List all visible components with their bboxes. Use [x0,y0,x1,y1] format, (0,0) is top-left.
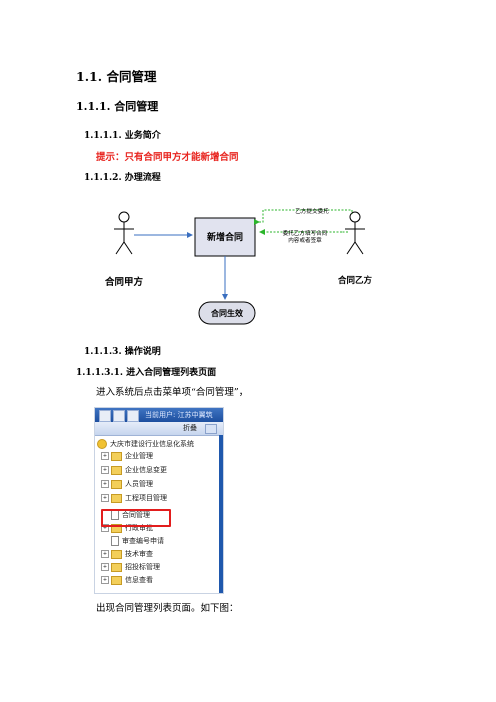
expand-icon[interactable]: + [101,550,109,558]
expand-icon[interactable]: + [101,452,109,460]
menu-item[interactable]: + 企业信息变更 [101,465,167,476]
instruction-text: 进入系统后点击菜单项“合同管理”， [96,387,249,398]
menu-screenshot: 当前用户: 江苏中翼筑 折叠 大庆市建设行业信息化系统+企业管理+企业信息变更+… [94,407,224,594]
folder-icon [111,549,122,559]
home-icon [99,410,111,422]
label-fill-line2: 内容或者签章 [288,236,322,244]
menu-item[interactable]: + 企业管理 [101,451,153,462]
menu-item-label: 审查编号申请 [122,537,164,545]
heading-2: 1.1.1. 合同管理 [76,100,159,113]
arrow-submit-entrust [254,209,353,225]
box-new-contract [194,217,256,257]
folder-icon [111,493,122,503]
menu-item[interactable]: + 行政审批 [101,523,153,534]
expand-icon[interactable]: + [101,524,109,532]
menu-item-label: 招投标管理 [125,563,160,571]
highlight-contract-management [101,509,171,527]
heading-enter-list: 1.1.1.3.1. 进入合同管理列表页面 [76,368,217,378]
screenshot-header: 当前用户: 江苏中翼筑 [95,408,223,422]
folder-icon [111,465,122,475]
actor-left-figure [114,211,134,255]
folder-icon [111,451,122,461]
menu-item-label: 大庆市建设行业信息化系统 [110,440,194,448]
expand-icon[interactable]: + [101,563,109,571]
tip-text: 提示：只有合同甲方才能新增合同 [96,152,239,163]
screenshot-toolbar: 折叠 [95,422,223,436]
expand-icon[interactable]: + [101,576,109,584]
actor-left-label: 合同甲方 [105,276,144,288]
heading-operation: 1.1.1.3. 操作说明 [84,347,161,357]
process-diagram: 合同甲方 合同乙方 新增合同 合同生效 乙方提交委托 委托乙方填写合同 内容或者… [105,207,373,325]
window-icon [113,410,125,422]
folder-icon [111,562,122,572]
menu-item[interactable]: + 工程项目管理 [101,493,167,504]
menu-item-label: 合同管理 [122,511,150,519]
menu-item[interactable]: + 人员管理 [101,479,153,490]
menu-item[interactable]: + 招投标管理 [101,562,160,573]
menu-item[interactable]: + 技术审查 [101,549,153,560]
current-user-text: 当前用户: 江苏中翼筑 [145,411,213,419]
label-fill-line1: 委托乙方填写合同 [283,229,328,237]
menu-item-label: 企业管理 [125,452,153,460]
heading-1: 1.1. 合同管理 [76,69,157,84]
expand-icon[interactable]: + [101,466,109,474]
result-text: 出现合同管理列表页面。如下图： [96,603,239,614]
box-effective-label: 合同生效 [210,308,243,318]
label-submit-entrust: 乙方提交委托 [295,207,329,215]
collapse-label: 折叠 [183,424,197,432]
heading-business-intro: 1.1.1.1. 业务简介 [84,131,161,141]
box-new-contract-label: 新增合同 [207,231,243,243]
menu-item-label: 行政审批 [125,524,153,532]
menu-item-label: 人员管理 [125,480,153,488]
menu-item[interactable]: 审查编号申请 [101,536,164,547]
menu-item-label: 信息查看 [125,576,153,584]
menu-tree: 大庆市建设行业信息化系统+企业管理+企业信息变更+人员管理+工程项目管理合同管理… [95,435,219,593]
folder-icon [111,575,122,585]
folder-icon [111,479,122,489]
folder-icon [111,523,122,533]
expand-icon[interactable]: + [101,494,109,502]
menu-item[interactable]: + 信息查看 [101,575,153,586]
menu-item-label: 技术审查 [125,550,153,558]
expand-icon[interactable]: + [101,480,109,488]
actor-right-figure [345,211,365,255]
heading-process: 1.1.1.2. 办理流程 [84,173,161,183]
box-effective [198,301,256,325]
actor-right-label: 合同乙方 [337,275,373,286]
refresh-icon [127,410,139,422]
menu-item-label: 企业信息变更 [125,466,167,474]
collapse-button [205,424,217,434]
system-icon [97,439,107,449]
screenshot-sidebar-edge [219,435,223,593]
document-icon [111,536,119,546]
menu-item[interactable]: 大庆市建设行业信息化系统 [97,439,194,450]
menu-item-label: 工程项目管理 [125,494,167,502]
